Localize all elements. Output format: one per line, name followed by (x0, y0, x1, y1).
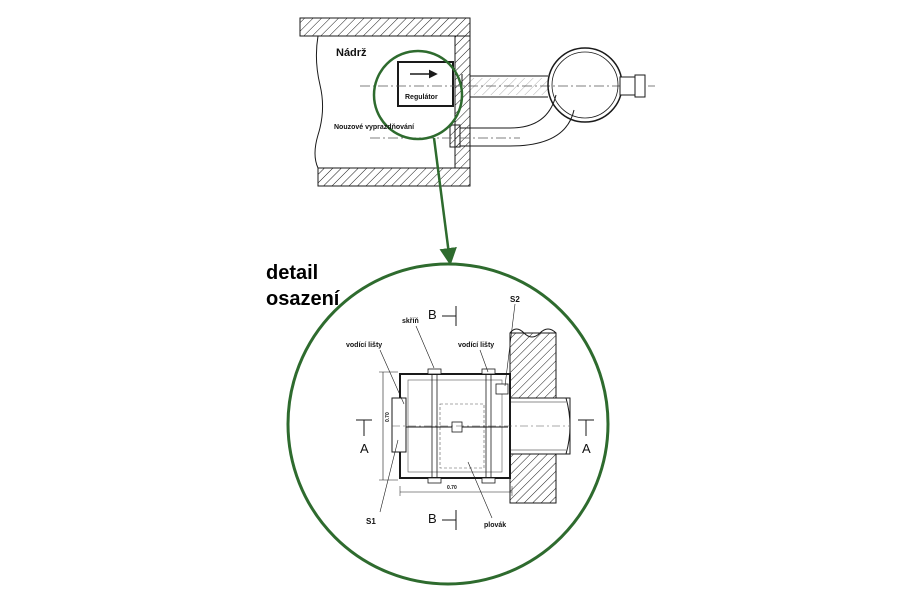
regulator-box (397, 61, 454, 107)
dimension-height-label: 0.70 (385, 412, 391, 422)
detail-circle (286, 262, 610, 586)
detail-title-line2: osazení (266, 288, 340, 310)
label-s2: S2 (510, 295, 520, 304)
housing (391, 368, 570, 484)
label-float: plovák (484, 522, 507, 529)
section-mark-b-top (442, 306, 457, 326)
section-mark-a-right (578, 419, 594, 436)
dimension-height (379, 371, 398, 481)
detail-title-line1: detail (266, 262, 319, 284)
s2-block (495, 383, 509, 395)
leader-lines (379, 303, 516, 519)
section-b-top: B (428, 307, 437, 322)
label-housing: skříň (402, 318, 419, 325)
dimension-width-label: 0.70 (447, 485, 457, 491)
manhole-circle (547, 47, 623, 123)
emergency-drain-label: Nouzové vyprazdňování (334, 124, 415, 131)
detail-view (286, 262, 610, 586)
outlet-stub (619, 74, 646, 98)
dimension-width (399, 486, 513, 496)
section-a-right: A (582, 441, 591, 456)
detail-leader-arrow (432, 137, 457, 266)
label-guides-right: vodící lišty (458, 342, 495, 349)
label-s1: S1 (366, 517, 376, 526)
section-mark-a-left (356, 419, 372, 436)
section-b-bottom: B (428, 511, 437, 526)
emergency-pipe (370, 94, 575, 148)
tank-label: Nádrž (336, 47, 367, 59)
label-guides-left: vodící lišty (346, 342, 383, 349)
detail-callout-circle (372, 49, 464, 141)
regulator-label: Regulátor (405, 94, 438, 101)
upper-pipe (461, 74, 548, 100)
s1-plate (391, 397, 407, 453)
float-body (439, 403, 485, 469)
section-a-left: A (360, 441, 369, 456)
section-mark-b-bottom (442, 510, 457, 530)
tank-overview (299, 17, 655, 266)
